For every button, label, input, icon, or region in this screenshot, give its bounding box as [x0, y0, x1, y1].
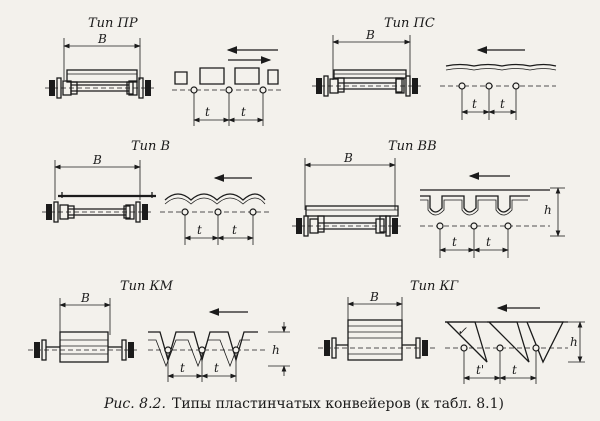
panel-title-km: Тип КМ — [120, 279, 174, 294]
panel-type-kg: Тип КГ B ✓ — [318, 279, 585, 384]
height-label-vv: h — [544, 203, 552, 217]
panel-type-pr: Тип ПР B — [44, 16, 284, 126]
width-label-vv: B — [343, 151, 353, 165]
pitch-label-kg-2: t — [512, 363, 517, 377]
panel-title-ps: Тип ПС — [384, 16, 435, 31]
pitch-label-v-1: t — [197, 223, 202, 237]
pitch-label-pr-2: t — [241, 105, 246, 119]
panel-title-v: Тип В — [131, 139, 170, 154]
pitch-label-vv-1: t — [452, 235, 457, 249]
width-label-ps: B — [365, 28, 375, 42]
side-view-v: t t — [160, 174, 272, 245]
pitch-label-km-2: t — [214, 361, 219, 375]
height-label-kg: h — [570, 335, 578, 349]
side-view-pr: t t — [172, 46, 284, 126]
pitch-label-kg-1: t' — [476, 363, 484, 377]
width-label-kg: B — [369, 290, 379, 304]
caption-prefix: Рис. 8.2. — [103, 396, 166, 412]
height-label-km: h — [272, 343, 280, 357]
panel-type-v: Тип В B t t — [41, 139, 272, 245]
side-view-kg: ✓ t' t h — [445, 304, 585, 384]
cross-section-ps — [311, 69, 423, 97]
side-view-km: t t h — [148, 308, 290, 382]
figure-caption: Рис. 8.2. Типы пластинчатых конвейеров (… — [103, 396, 504, 412]
panel-type-vv: Тип ВВ B t t — [291, 139, 565, 258]
pitch-label-pr-1: t — [205, 105, 210, 119]
pitch-label-vv-2: t — [486, 235, 491, 249]
pitch-label-ps-2: t — [500, 97, 505, 111]
panel-title-kg: Тип КГ — [410, 279, 459, 294]
width-label-pr: B — [97, 32, 107, 46]
width-label-km: B — [80, 291, 90, 305]
panel-type-km: Тип КМ B — [28, 279, 290, 382]
cross-section-v — [41, 192, 156, 223]
width-label-v: B — [92, 153, 102, 167]
pitch-label-v-2: t — [232, 223, 237, 237]
caption-text: Типы пластинчатых конвейеров (к табл. 8.… — [172, 396, 504, 412]
cross-section-kg — [318, 319, 436, 361]
panel-type-ps: Тип ПС B t t — [311, 16, 557, 120]
cross-section-vv — [291, 205, 403, 237]
cross-section-pr — [44, 69, 156, 99]
side-view-vv: t t h — [420, 172, 565, 258]
pitch-label-ps-1: t — [472, 97, 477, 111]
panel-title-pr: Тип ПР — [88, 16, 138, 31]
cross-section-km — [28, 331, 140, 363]
svg-text:✓: ✓ — [457, 324, 467, 338]
panel-title-vv: Тип ВВ — [388, 139, 437, 154]
pitch-label-km-1: t — [180, 361, 185, 375]
side-view-ps: t t — [440, 46, 557, 120]
